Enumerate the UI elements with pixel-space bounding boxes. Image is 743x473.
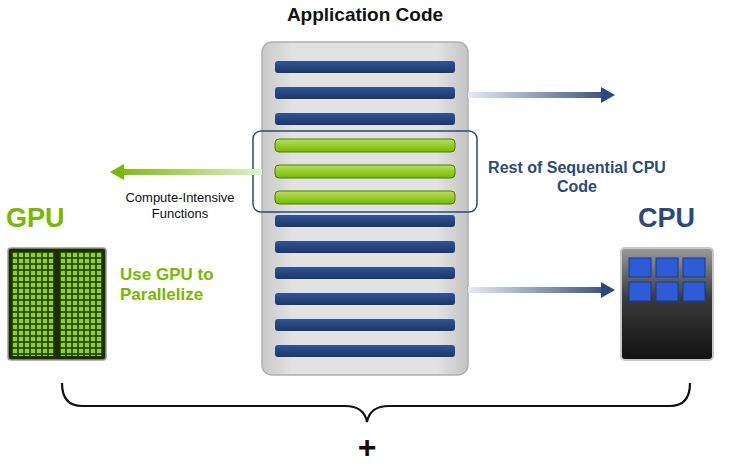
edge-label: Compute-Intensive Functions bbox=[108, 190, 252, 221]
gpu-unit: GPU bbox=[6, 203, 110, 363]
cpu-chip bbox=[621, 248, 713, 360]
node-heading: CPU bbox=[615, 203, 718, 234]
gpu-note: Use GPU to Parallelize bbox=[120, 265, 228, 306]
node-heading: Application Code bbox=[262, 4, 468, 26]
cpu-note: Rest of Sequential CPU Code bbox=[488, 158, 666, 196]
sequential-arrow bbox=[468, 87, 615, 103]
gpu-chip bbox=[8, 248, 106, 360]
code-block: Application Code bbox=[262, 4, 468, 376]
offload-arrow bbox=[110, 164, 262, 180]
node-heading: GPU bbox=[6, 203, 110, 234]
highlight-box bbox=[253, 131, 477, 212]
code-bars bbox=[275, 61, 455, 357]
sequential-arrow bbox=[468, 282, 615, 298]
cpu-unit: CPU bbox=[615, 203, 718, 363]
code-panel bbox=[262, 42, 468, 375]
grouping-brace bbox=[62, 383, 690, 422]
plus-sign: + bbox=[345, 428, 389, 466]
